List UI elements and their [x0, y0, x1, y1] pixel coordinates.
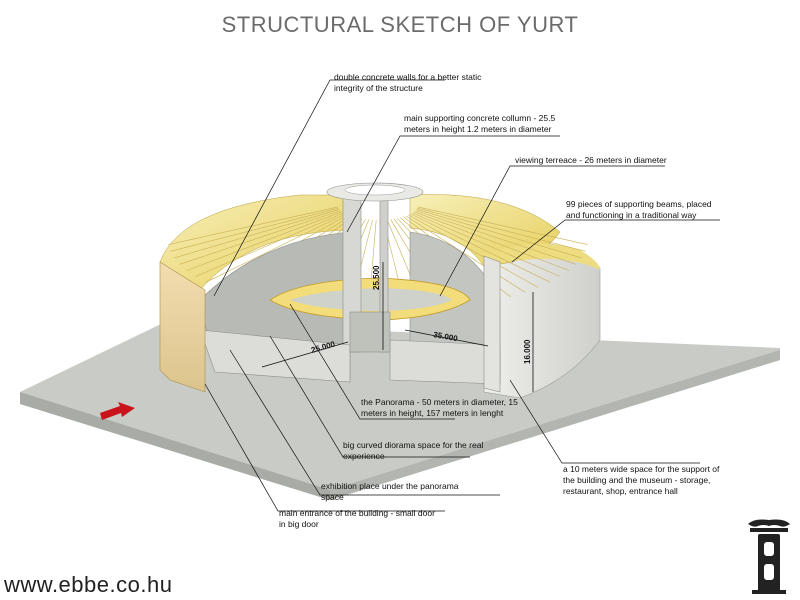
roof-beam	[195, 212, 344, 277]
left-wall-section	[159, 261, 206, 393]
roof-beam	[417, 206, 588, 245]
leader-lines	[204, 79, 720, 512]
roof-beam	[405, 215, 526, 293]
roof-beam	[410, 213, 551, 283]
ebbe-logo-icon	[748, 519, 790, 594]
note-panorama: the Panorama - 50 meters in diameter, 15…	[361, 397, 518, 418]
note-support-space: a 10 meters wide space for the support o…	[563, 464, 720, 496]
wall-height-dim: 16.000	[523, 339, 532, 364]
roof-beam	[168, 206, 339, 245]
note-diorama: big curved diorama space for the real ex…	[343, 440, 484, 461]
roof-beam	[416, 209, 582, 259]
roof-beam	[174, 209, 340, 259]
website-url: www.ebbe.co.hu	[4, 572, 173, 597]
roof-beam	[414, 211, 570, 271]
roof-beam	[186, 211, 342, 271]
right-wall-section	[483, 255, 501, 393]
page-title: STRUCTURAL SKETCH OF YURT	[221, 12, 579, 37]
right-radius-dim: 35.000	[433, 330, 459, 343]
roof-ring	[159, 194, 600, 291]
roof-beam	[170, 207, 339, 252]
roof-beam	[412, 212, 561, 277]
roof-beam	[415, 210, 577, 265]
roof-beam	[205, 213, 346, 283]
entrance-arrow	[100, 402, 135, 420]
note-viewing-terrace: viewing terreace - 26 meters in diameter	[515, 155, 667, 165]
note-supporting-beams: 99 pieces of supporting beams, placed an…	[566, 199, 712, 220]
dimension-lines	[261, 262, 534, 392]
roof-beam	[417, 207, 586, 252]
note-main-entrance: main entrance of the building - small do…	[279, 508, 435, 529]
ground-slab	[20, 322, 780, 500]
column-height-dim: 25.500	[372, 265, 381, 290]
roof-beam	[408, 214, 539, 288]
note-double-walls: double concrete walls for a better stati…	[334, 72, 482, 93]
roof-beam	[179, 210, 341, 265]
note-central-column: main supporting concrete collumn - 25.5 …	[404, 113, 556, 134]
note-exhibition: exhibition place under the panorama spac…	[321, 481, 459, 502]
